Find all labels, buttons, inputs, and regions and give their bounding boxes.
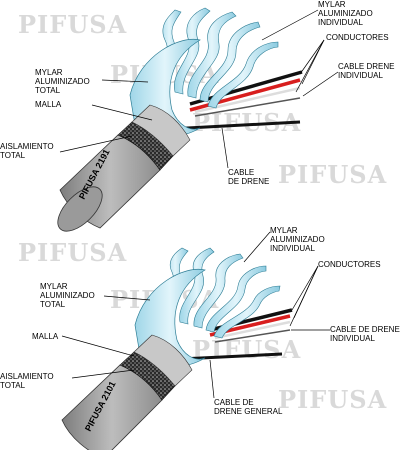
label-conductores: CONDUCTORES: [326, 33, 389, 42]
label-cable-drene-individual: CABLE DE DRENE INDIVIDUAL: [330, 325, 400, 343]
watermark: PIFUSA: [278, 385, 388, 414]
label-mylar-total: MYLAR ALUMINIZADO TOTAL: [35, 68, 90, 95]
label-cable-drene-individual: CABLE DRENE INDIVIDUAL: [338, 62, 395, 80]
cable-bottom: PIFUSA 2101: [61, 231, 330, 450]
label-mylar-individual: MYLAR ALUMINIZADO INDIVIDUAL: [270, 226, 325, 253]
watermark: PIFUSA: [18, 10, 128, 39]
leader-lines-bottom: [61, 231, 330, 399]
drain-wire-individual: [194, 97, 301, 117]
label-mylar-total: MYLAR ALUMINIZADO TOTAL: [40, 282, 95, 309]
white-conductor: [214, 320, 291, 340]
label-aislamiento-total: AISLAMIENTO TOTAL: [0, 142, 54, 160]
watermark: PIFUSA: [278, 160, 388, 189]
label-conductores: CONDUCTORES: [318, 260, 381, 269]
leader-lines-top: [59, 9, 339, 169]
label-cable-de-drene: CABLE DE DRENE: [228, 168, 270, 186]
label-mylar-individual: MYLAR ALUMINIZADO INDIVIDUAL: [318, 0, 373, 27]
label-malla: MALLA: [35, 100, 62, 109]
drain-wire-individual: [214, 329, 291, 343]
label-malla: MALLA: [32, 332, 59, 341]
watermark: PIFUSA: [192, 335, 302, 364]
label-cable-de-drene-general: CABLE DE DRENE GENERAL: [214, 398, 283, 416]
watermark: PIFUSA: [18, 238, 128, 267]
label-aislamiento-total: AISLAMIENTO TOTAL: [0, 372, 54, 390]
foil-twisted-pairs: [157, 7, 279, 109]
cable-top: PIFUSA 2191: [57, 7, 339, 232]
white-conductor: [194, 86, 301, 114]
black-conductor: [189, 70, 303, 106]
